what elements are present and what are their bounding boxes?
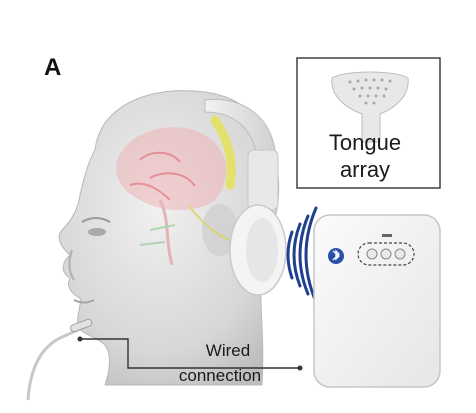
wired-cable [26, 318, 93, 401]
wired-connection-label-line2: connection [178, 366, 262, 385]
tongue-array-label-line1: Tongue [328, 130, 402, 155]
brain-illustration [116, 115, 236, 266]
wireless-waves-icon [286, 206, 318, 304]
tongue-array-label-line2: array [339, 157, 391, 182]
panel-label: A [44, 54, 62, 81]
bluetooth-icon [328, 248, 344, 264]
tongue-array-inset [296, 57, 441, 189]
callout-leader [77, 336, 303, 371]
controller-device [313, 214, 441, 388]
wired-connection-label-line1: Wired [205, 341, 251, 360]
headset [204, 98, 287, 296]
